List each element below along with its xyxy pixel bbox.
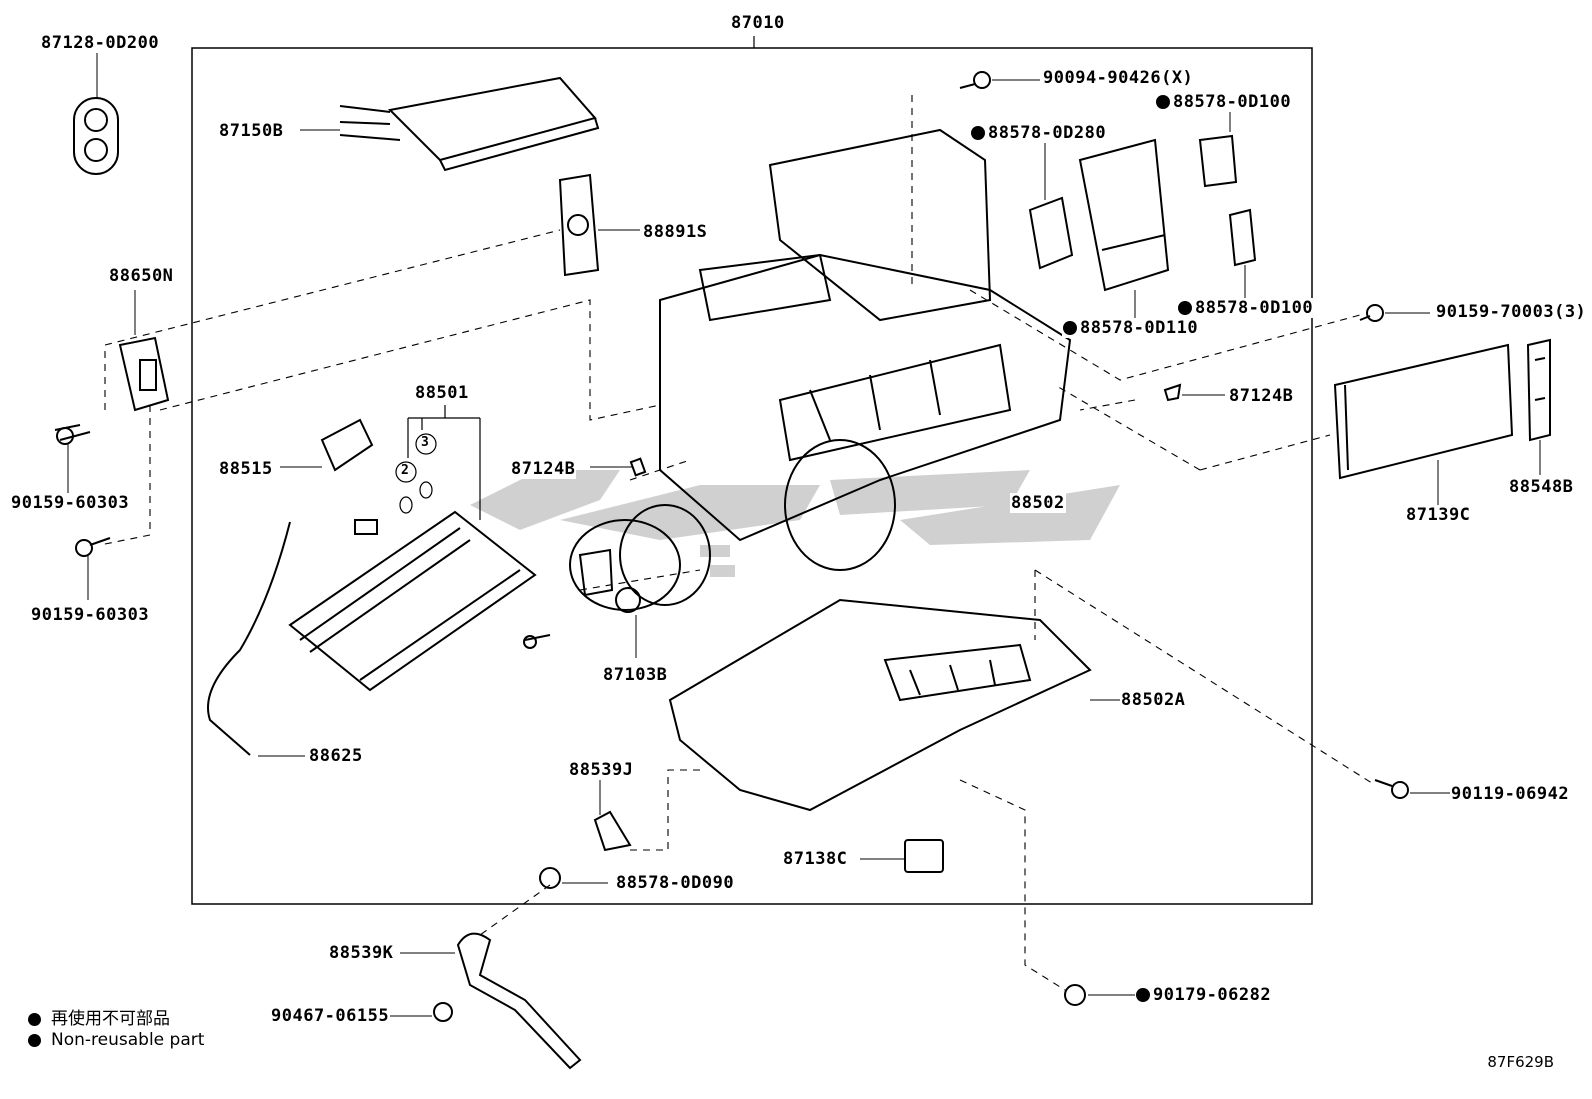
part-label-88625[interactable]: 88625	[308, 746, 364, 766]
part-number: 90179-06282	[1153, 985, 1272, 1005]
case-lower-part	[668, 598, 1125, 812]
part-label-88891s[interactable]: 88891S	[642, 222, 709, 242]
part-label-90179[interactable]: 90179-06282	[1135, 985, 1273, 1005]
part-label-88578-0d280[interactable]: 88578-0D280	[970, 123, 1108, 143]
part-number: 88578-0D280	[988, 123, 1107, 143]
drain-parts	[380, 780, 632, 1070]
part-label-90159-lower[interactable]: 90159-60303	[30, 605, 151, 625]
part-label-90119[interactable]: 90119-06942	[1450, 784, 1571, 804]
part-label-88502a[interactable]: 88502A	[1120, 690, 1187, 710]
dashed-leaders	[99, 95, 1376, 991]
legend-text-jp: 再使用不可部品	[51, 1009, 170, 1029]
part-label-88539j[interactable]: 88539J	[568, 760, 635, 780]
callout-number-2: 2	[401, 463, 410, 478]
part-label-88578-0d100-bottom[interactable]: 88578-0D100	[1177, 298, 1315, 318]
part-label-88578-0d100-top[interactable]: 88578-0D100	[1155, 92, 1293, 112]
bracket-part	[558, 173, 640, 277]
part-label-87124b-right[interactable]: 87124B	[1228, 386, 1295, 406]
amplifier-part	[118, 290, 170, 412]
legend-text-en: Non-reusable part	[51, 1030, 205, 1050]
callout-number-3: 3	[421, 435, 430, 450]
part-label-87138c[interactable]: 87138C	[782, 849, 849, 869]
part-number: 88578-0D110	[1080, 318, 1199, 338]
part-number: 88578-0D100	[1173, 92, 1292, 112]
pad-parts	[1028, 110, 1257, 325]
part-label-88578-0d090[interactable]: 88578-0D090	[615, 873, 736, 893]
non-reusable-dot-icon	[1156, 95, 1170, 109]
legend-english: Non-reusable part	[28, 1030, 204, 1050]
screw-part	[54, 424, 111, 600]
part-label-88650n[interactable]: 88650N	[108, 266, 175, 286]
part-label-90094[interactable]: 90094-90426(X)	[1042, 68, 1195, 88]
part-label-87128[interactable]: 87128-0D200	[40, 33, 161, 53]
watermark-logo	[470, 470, 1120, 577]
gasket-part	[73, 52, 119, 175]
evaporator-part	[207, 510, 537, 757]
part-label-87139c[interactable]: 87139C	[1405, 505, 1472, 525]
part-label-88548b[interactable]: 88548B	[1508, 477, 1575, 497]
figure-code: 87F629B	[1487, 1053, 1554, 1071]
part-label-87124b-left[interactable]: 87124B	[510, 459, 577, 479]
callout-tree	[395, 405, 481, 520]
part-label-88502[interactable]: 88502	[1010, 493, 1066, 513]
sensor-part	[280, 418, 374, 472]
part-label-90159-70003[interactable]: 90159-70003(3)	[1435, 302, 1588, 322]
part-label-88578-0d110[interactable]: 88578-0D110	[1062, 318, 1200, 338]
part-label-87150b[interactable]: 87150B	[218, 121, 285, 141]
part-label-90159-upper[interactable]: 90159-60303	[10, 493, 131, 513]
part-label-87103b[interactable]: 87103B	[602, 665, 669, 685]
non-reusable-dot-icon	[971, 126, 985, 140]
part-label-88501[interactable]: 88501	[414, 383, 470, 403]
assembly-label: 87010	[730, 13, 786, 33]
non-reusable-dot-icon	[1063, 321, 1077, 335]
part-label-88515[interactable]: 88515	[218, 459, 274, 479]
legend-japanese: 再使用不可部品	[28, 1004, 170, 1029]
non-reusable-dot-icon	[1178, 301, 1192, 315]
non-reusable-dot-icon	[28, 1034, 41, 1047]
assembly-frame	[191, 47, 1313, 905]
part-label-88539k[interactable]: 88539K	[328, 943, 395, 963]
part-label-90467[interactable]: 90467-06155	[270, 1006, 391, 1026]
non-reusable-dot-icon	[1136, 988, 1150, 1002]
case-upper-part	[659, 128, 1072, 571]
blower-motor-part	[523, 504, 711, 658]
resistor-part	[860, 839, 944, 873]
filter-part	[1333, 338, 1551, 505]
part-number: 88578-0D100	[1195, 298, 1314, 318]
connector-part	[590, 383, 1225, 477]
non-reusable-dot-icon	[28, 1013, 41, 1026]
screw-parts	[959, 71, 1450, 1006]
heater-core-part	[300, 76, 600, 172]
